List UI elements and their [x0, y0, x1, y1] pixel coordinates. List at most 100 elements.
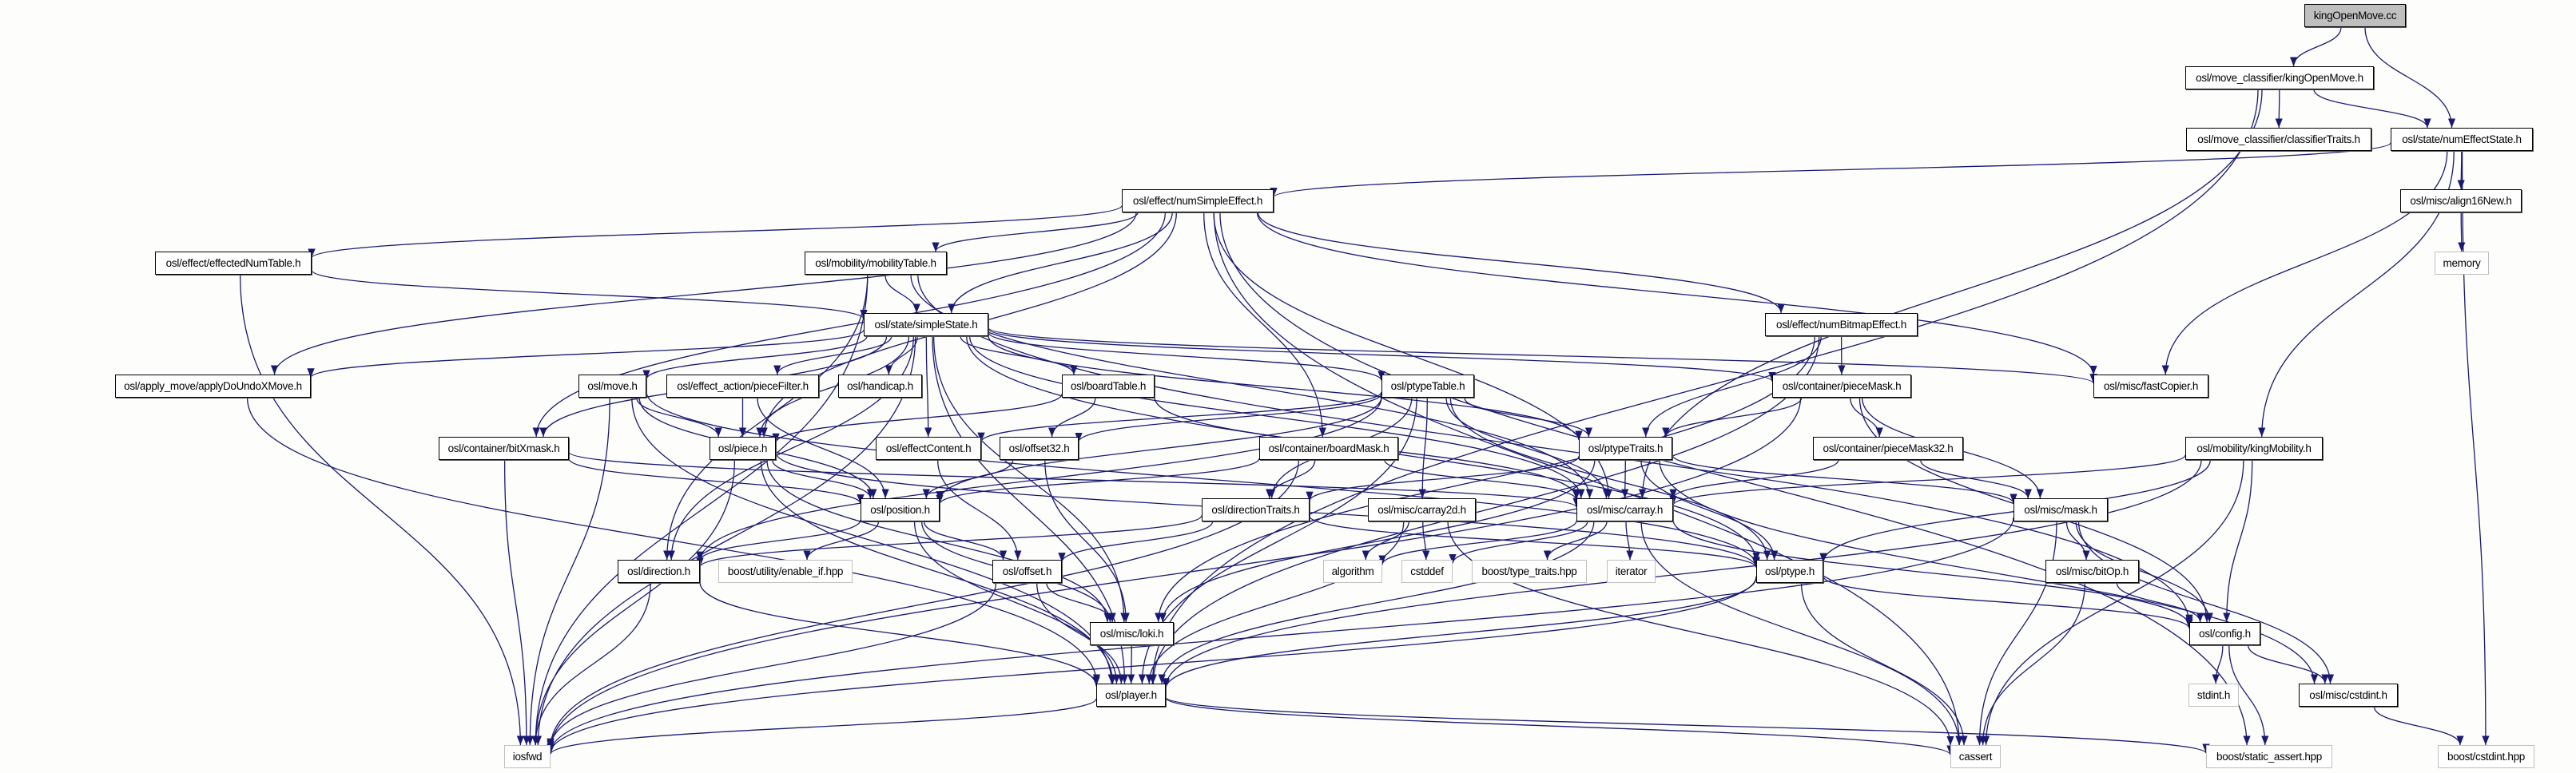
edge-ss-to-hc — [885, 335, 918, 375]
edge-nse-to-fc — [1256, 212, 2097, 375]
edge-mt-to-ss — [885, 274, 920, 314]
edge-pm32-to-mask — [1920, 459, 2032, 499]
node-dir[interactable]: osl/direction.h — [618, 560, 700, 583]
edge-ptr-to-loki — [1159, 459, 1596, 623]
edge-ss-to-loki — [933, 335, 1128, 623]
edge-move-to-piece — [636, 397, 722, 438]
edge-a16-to-memory — [2458, 212, 2466, 252]
node-fc[interactable]: osl/misc/fastCopier.h — [2093, 375, 2208, 398]
edge-pt-to-cfg — [1823, 576, 2193, 629]
node-hc[interactable]: osl/handicap.h — [838, 375, 922, 398]
node-stdint: stdint.h — [2188, 684, 2239, 707]
edge-ss-to-bt — [960, 335, 1078, 375]
edge-nse-to-bm — [1203, 212, 1326, 438]
node-adu[interactable]: osl/apply_move/applyDoUndoXMove.h — [115, 375, 311, 398]
node-ca[interactable]: osl/misc/carray.h — [1576, 498, 1673, 521]
node-pf[interactable]: osl/effect_action/pieceFilter.h — [666, 375, 819, 398]
edge-mt-to-cfg — [917, 274, 2193, 624]
edge-ca-to-player — [1158, 521, 1595, 684]
node-mt[interactable]: osl/mobility/mobilityTable.h — [805, 252, 947, 275]
node-cfg[interactable]: osl/config.h — [2189, 622, 2260, 645]
node-mask[interactable]: osl/misc/mask.h — [2013, 498, 2108, 521]
edge-dt-to-dir — [696, 515, 1203, 568]
node-ptt[interactable]: osl/ptypeTable.h — [1381, 375, 1474, 398]
edge-pm-to-ptr — [1662, 397, 1803, 438]
edge-ptt-to-pos — [936, 397, 1382, 501]
edge-o32-to-loki — [1044, 459, 1130, 623]
edge-ent-to-ss — [311, 269, 868, 320]
edge-ptt-to-pt — [1449, 397, 1771, 561]
edge-ptr-to-pt — [1640, 459, 1779, 561]
node-bop[interactable]: osl/misc/bitOp.h — [2045, 560, 2139, 583]
node-ptr[interactable]: osl/ptypeTraits.h — [1579, 437, 1672, 460]
node-o32[interactable]: osl/offset32.h — [1000, 437, 1079, 460]
edge-pos-to-dir — [696, 519, 861, 561]
node-km[interactable]: osl/mobility/kingMobility.h — [2185, 437, 2323, 460]
edge-ca-to-cfg — [1672, 519, 2193, 627]
node-loki[interactable]: osl/misc/loki.h — [1090, 622, 1174, 645]
edge-nes-to-bcs — [2461, 150, 2490, 746]
node-eif: boost/utility/enable_if.hpp — [718, 560, 853, 583]
edge-c2d-to-player — [1145, 521, 1405, 684]
edge-kom-to-ct — [2275, 89, 2283, 129]
node-c2d[interactable]: osl/misc/carray2d.h — [1368, 498, 1476, 521]
node-off[interactable]: osl/offset.h — [992, 560, 1062, 583]
node-move[interactable]: osl/move.h — [578, 375, 646, 398]
node-piece[interactable]: osl/piece.h — [710, 437, 776, 460]
edge-root-to-nes — [2364, 26, 2456, 129]
node-ec[interactable]: osl/effectContent.h — [876, 437, 981, 460]
node-bm[interactable]: osl/container/boardMask.h — [1259, 437, 1398, 460]
edge-mask-to-mcs — [2077, 521, 2335, 684]
node-csd: cstddef — [1401, 560, 1453, 583]
edge-nse-to-mt — [932, 212, 1139, 252]
edge-nse-to-ent — [308, 205, 1123, 259]
edge-km-to-cassert — [1982, 459, 2244, 746]
edge-loki-to-player — [1127, 644, 1135, 684]
node-ent[interactable]: osl/effect/effectedNumTable.h — [155, 252, 312, 275]
node-kom[interactable]: osl/move_classifier/kingOpenMove.h — [2185, 66, 2374, 89]
node-ss[interactable]: osl/state/simpleState.h — [864, 313, 988, 336]
edge-km-to-player — [1162, 459, 2202, 688]
node-mcs[interactable]: osl/misc/cstdint.h — [2299, 684, 2398, 707]
edge-bm-to-dt — [1266, 459, 1316, 499]
edge-nbe-to-player — [1149, 335, 1820, 684]
edge-dir-to-iosfwd — [531, 582, 651, 746]
edge-pt-to-iosfwd — [547, 576, 1757, 754]
edge-ss-to-ec — [924, 335, 932, 438]
node-pm32[interactable]: osl/container/pieceMask32.h — [1813, 437, 1963, 460]
edge-pm-to-iosfwd — [547, 397, 1802, 751]
node-pm[interactable]: osl/container/pieceMask.h — [1772, 375, 1911, 398]
node-pt[interactable]: osl/ptype.h — [1756, 560, 1823, 583]
edge-player-to-cassert — [1165, 697, 1954, 755]
edge-ca-to-csd — [1449, 521, 1588, 564]
edge-off-to-iosfwd — [547, 582, 997, 748]
node-iosfwd: iosfwd — [504, 745, 551, 768]
edge-nse-to-bxm — [532, 212, 1167, 438]
node-bsa: boost/static_assert.hpp — [2206, 745, 2332, 768]
node-player[interactable]: osl/player.h — [1096, 684, 1166, 707]
node-dt[interactable]: osl/directionTraits.h — [1202, 498, 1310, 521]
node-bt[interactable]: osl/boardTable.h — [1062, 375, 1155, 398]
edge-pos-to-player — [913, 521, 1121, 684]
edge-mt-to-iosfwd — [531, 274, 869, 746]
edge-nes-to-fc — [2161, 150, 2448, 375]
edge-ss-to-iosfwd — [534, 335, 916, 746]
node-bxm[interactable]: osl/container/bitXmask.h — [439, 437, 569, 460]
edge-dt-to-off — [1058, 521, 1214, 562]
node-pos[interactable]: osl/position.h — [861, 498, 940, 521]
node-nbe[interactable]: osl/effect/numBitmapEffect.h — [1765, 313, 1918, 336]
edge-ptt-to-dir — [696, 397, 1382, 562]
node-ct[interactable]: osl/move_classifier/classifierTraits.h — [2186, 128, 2371, 151]
node-nse[interactable]: osl/effect/numSimpleEffect.h — [1122, 189, 1274, 212]
edge-km-to-ca — [1669, 454, 2186, 506]
edge-mask-to-bop — [2065, 521, 2090, 561]
node-bcs: boost/cstdint.hpp — [2438, 745, 2534, 768]
edge-ptr-to-mask — [1672, 454, 2017, 504]
edge-bxm-to-ca — [568, 451, 1580, 508]
edge-ptr-to-ca — [1621, 459, 1629, 499]
node-nes[interactable]: osl/state/numEffectState.h — [2391, 128, 2533, 151]
node-a16[interactable]: osl/misc/align16New.h — [2400, 189, 2522, 212]
node-btt: boost/type_traits.hpp — [1472, 560, 1587, 583]
edge-pm32-to-ca — [1669, 459, 1839, 499]
